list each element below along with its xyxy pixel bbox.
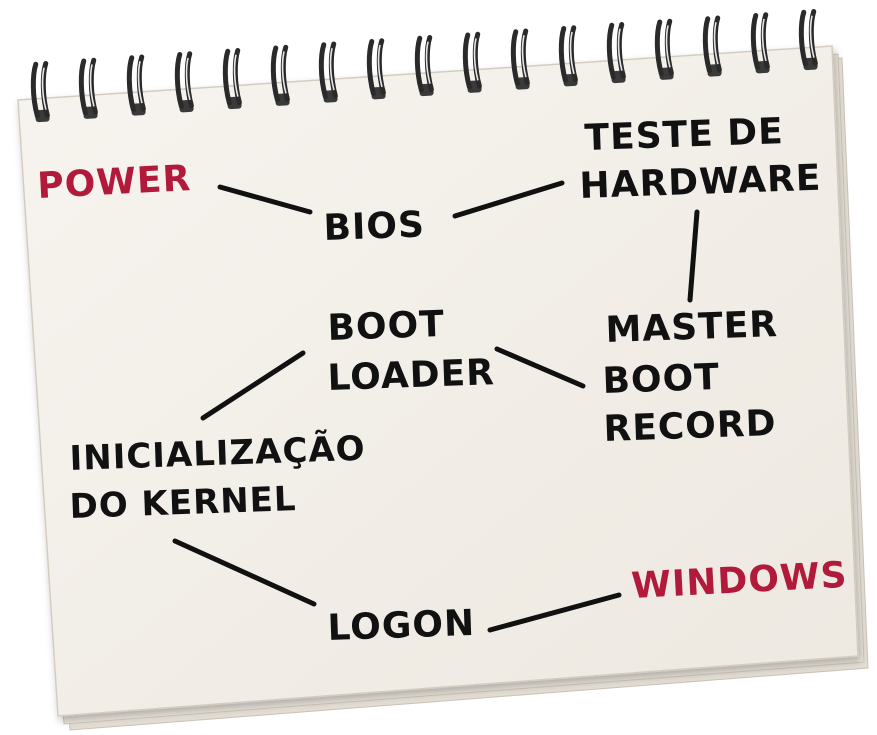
node-mbr-line2: BOOT [602,357,721,402]
spiral-ring [174,51,194,113]
edge-mbr-bootloader [494,346,586,389]
spiral-ring [78,57,98,119]
edge-kernel-logon [172,538,317,607]
edge-hardware-mbr [687,209,700,303]
node-bios: BIOS [323,204,426,249]
spiral-ring [750,12,770,74]
spiral-ring [270,44,290,106]
spiral-ring [654,18,674,80]
spiral-ring [510,28,530,90]
node-hardware-test-line1: TESTE DE [584,111,785,159]
node-boot-loader-line2: LOADER [327,352,496,399]
spiral-ring [126,54,146,116]
spiral-ring [462,31,482,93]
spiral-ring [702,15,722,77]
node-mbr-line1: MASTER [605,304,779,351]
edge-bios-hardware [452,180,565,219]
spiral-ring [366,38,386,100]
node-kernel-line2: DO KERNEL [69,479,297,527]
connector-lines [172,180,700,633]
spiral-ring [606,22,626,84]
spiral-ring [30,61,50,123]
edge-logon-windows [487,592,622,633]
spiral-ring [222,48,242,110]
spiral-ring [414,35,434,97]
edge-bootloader-kernel [200,350,306,421]
spiral-ring [798,9,818,71]
node-logon: LOGON [327,603,476,649]
spiral-binding [30,9,818,123]
spiral-ring [558,25,578,87]
node-boot-loader-line1: BOOT [327,304,446,349]
spiral-ring [318,41,338,103]
node-hardware-test-line2: HARDWARE [579,158,822,207]
node-mbr-line3: RECORD [603,403,777,450]
node-power: POWER [36,158,192,207]
edge-power-bios [217,184,313,215]
